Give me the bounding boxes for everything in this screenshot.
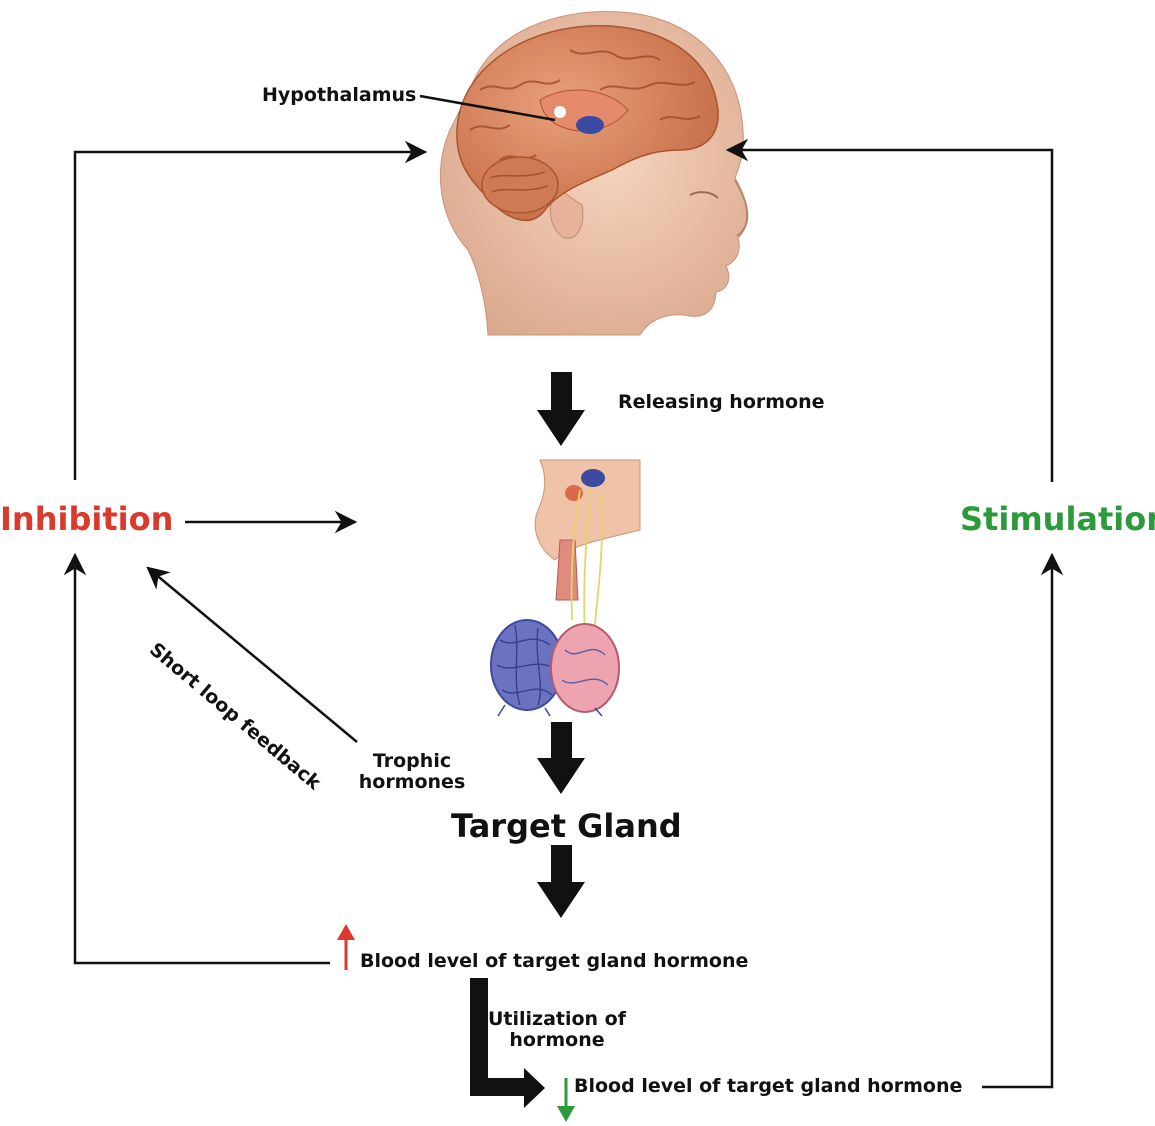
down-arrow-trophic <box>537 722 585 794</box>
blood-level-low-label: Blood level of target gland hormone <box>574 1075 963 1097</box>
trophic-line1: Trophic <box>372 750 452 772</box>
pituitary-gland-illustration <box>490 459 641 717</box>
hypothalamus-leader-line <box>419 94 556 122</box>
down-arrow-releasing <box>537 372 585 446</box>
trophic-hormones-label: Trophic hormones <box>352 752 472 792</box>
high-blood-to-inhibition-line <box>63 552 330 965</box>
arrow-up-icon <box>337 924 355 970</box>
low-blood-to-stimulation-line <box>982 552 1064 1089</box>
head-brain-illustration <box>439 11 749 336</box>
inhibition-to-head-line <box>73 140 428 480</box>
stimulation-to-head-line <box>725 138 1054 482</box>
hypothalamus-label: Hypothalamus <box>262 84 417 106</box>
utilization-arrow <box>470 978 545 1108</box>
arrow-down-icon <box>557 1078 575 1122</box>
short-loop-feedback-arrow <box>146 566 358 743</box>
blood-level-high-label: Blood level of target gland hormone <box>360 950 749 972</box>
utilization-label: Utilization of hormone <box>482 1010 632 1050</box>
stimulation-label: Stimulation <box>960 500 1155 538</box>
target-gland-label: Target Gland <box>451 807 682 845</box>
releasing-hormone-label: Releasing hormone <box>618 391 825 413</box>
utilization-line2: hormone <box>509 1029 605 1051</box>
trophic-line2: hormones <box>358 771 466 793</box>
inhibition-label: Inhibition <box>0 500 174 538</box>
utilization-line1: Utilization of <box>487 1008 627 1030</box>
down-arrow-target <box>537 845 585 918</box>
